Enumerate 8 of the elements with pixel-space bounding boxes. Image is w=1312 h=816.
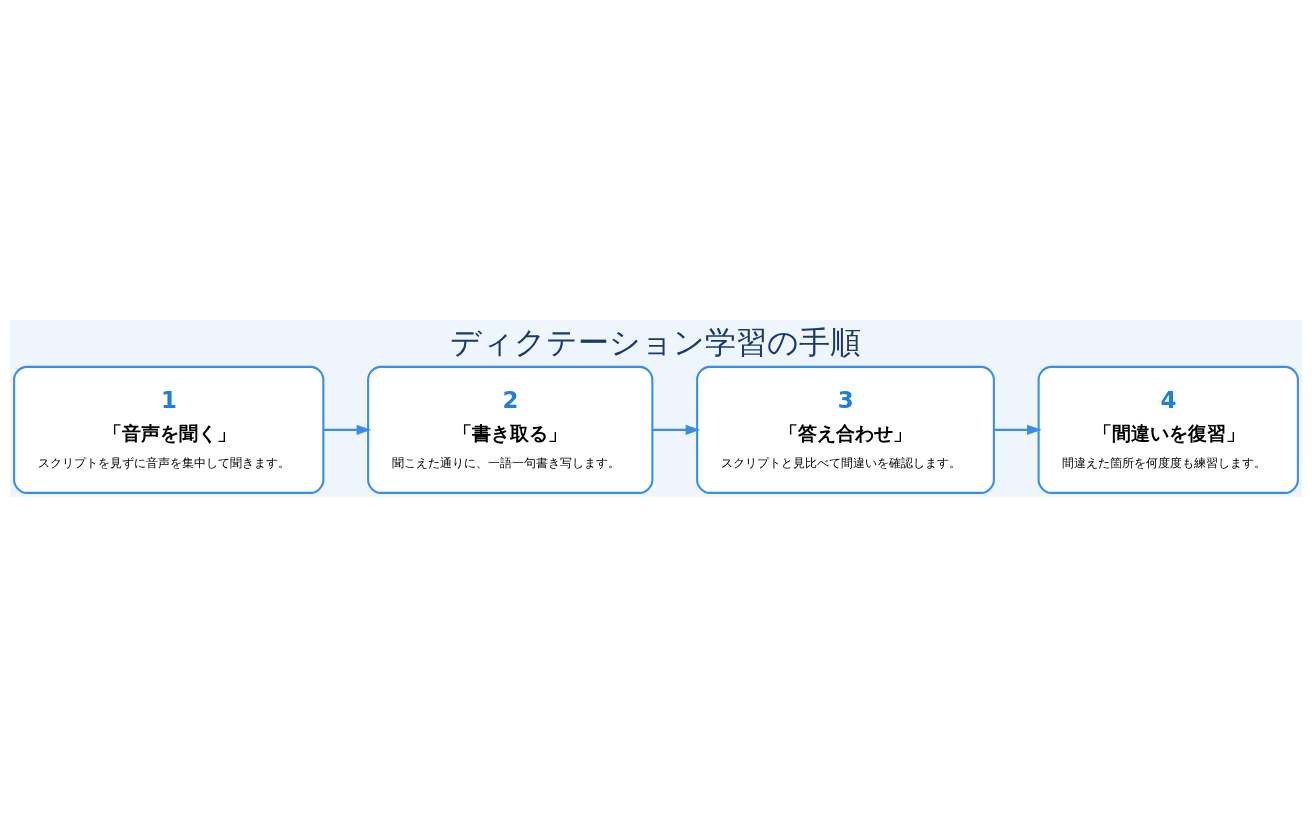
node-box: 3 「答え合わせ」 スクリプトと見比べて間違いを確認します。 <box>696 365 995 494</box>
diagram-title: ディクテーション学習の手順 <box>450 323 862 360</box>
arrow <box>994 424 1042 435</box>
node-box: 2 「書き取る」 聞こえた通りに、一語一句書き写します。 <box>367 365 654 494</box>
node-box: 1 「音声を聞く」 スクリプトを見ずに音声を集中して聞きます。 <box>13 365 325 494</box>
node-box: 4 「間違いを復習」 間違えた箇所を何度度も練習します。 <box>1037 365 1299 494</box>
arrow <box>652 424 701 435</box>
arrow <box>323 424 372 435</box>
